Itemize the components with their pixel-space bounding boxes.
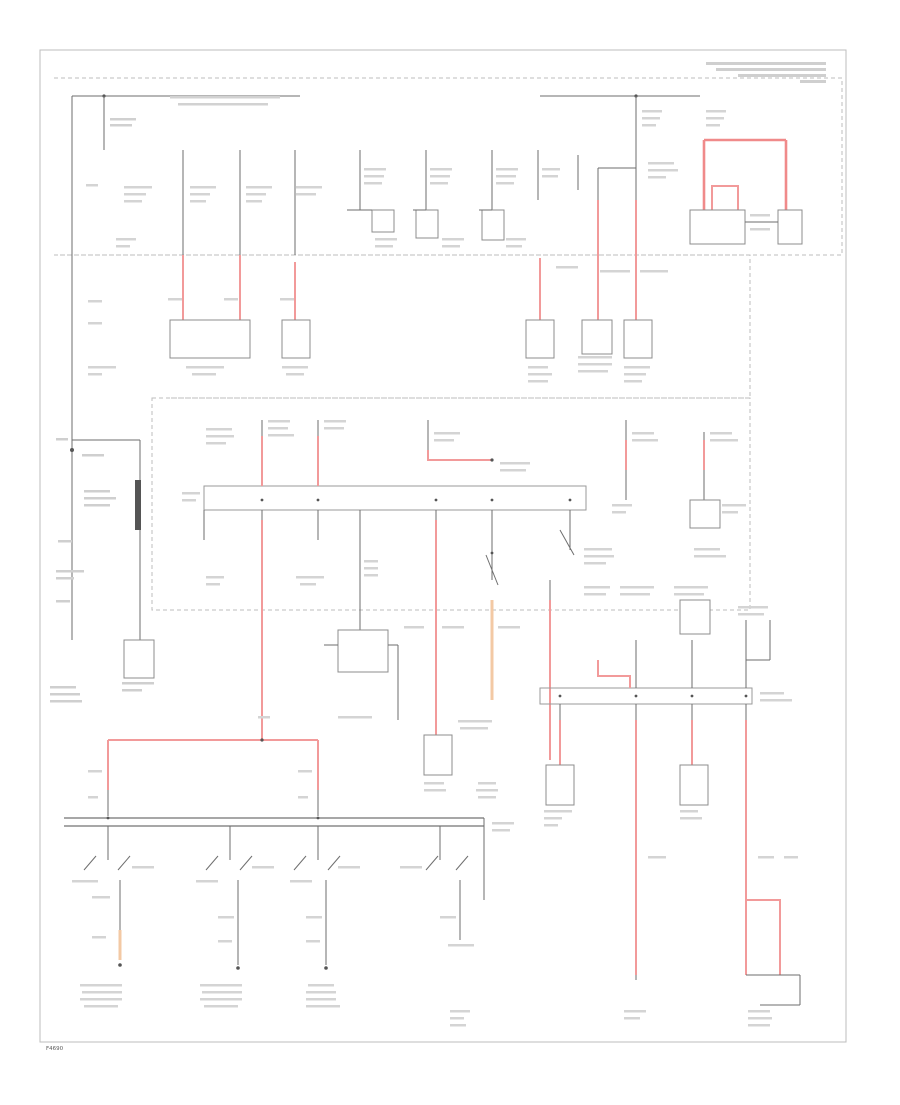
dash-fuse-box — [203, 420, 721, 740]
middle-components — [324, 626, 520, 799]
relay-area-wires — [169, 200, 653, 359]
figure-id-label: F4690 — [46, 1046, 64, 1052]
text-clusters-relay — [88, 266, 668, 383]
text-clusters-top — [86, 110, 726, 248]
diagram-frame — [39, 49, 847, 1043]
zone-dash-fuse-box — [151, 397, 751, 611]
text-clusters-right — [544, 586, 798, 1027]
top-relays — [347, 209, 526, 248]
title-block — [706, 62, 826, 83]
top-fuses — [103, 96, 637, 255]
battery-generator — [50, 438, 155, 703]
ignition-switch-section — [64, 738, 485, 970]
right-middle-area — [539, 580, 801, 1006]
top-right-relays — [597, 138, 803, 255]
text-clusters-bottom — [72, 716, 514, 1027]
top-feed — [71, 94, 700, 440]
text-clusters-dash — [182, 420, 746, 586]
